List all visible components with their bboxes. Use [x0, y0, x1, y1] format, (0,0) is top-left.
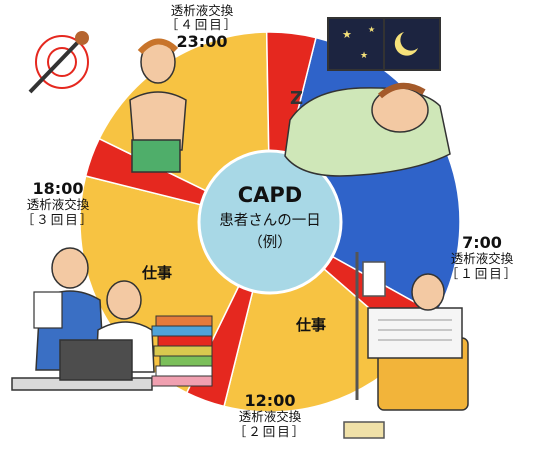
svg-text:★: ★ [342, 28, 352, 41]
exchange-event: 透析液交換 [238, 409, 302, 425]
svg-text:Z: Z [290, 88, 303, 109]
exchange-count: ［２回目］ [233, 423, 307, 439]
svg-text:★: ★ [368, 25, 375, 34]
exchange-event: 透析液交換 [170, 3, 234, 18]
exchange-label-12: 12:00 透析液交換 ［２回目］ [222, 391, 318, 439]
exchange-label-23: 透析液交換 ［４回目］ 23:00 [154, 3, 250, 51]
exchange-time: 7:00 [462, 233, 502, 252]
exchange-count: ［４回目］ [165, 17, 239, 33]
exchange-event: 透析液交換 [450, 251, 514, 267]
exchange-time: 23:00 [176, 31, 228, 51]
center-subtitle: 患者さんの一日 [219, 213, 321, 229]
brush-target-icon [28, 31, 89, 94]
exchange-count: ［３回目］ [21, 211, 95, 227]
work-label-morning: 仕事 [296, 316, 327, 334]
svg-text:★: ★ [360, 51, 368, 61]
night-window-icon: ★ ★ ★ [327, 17, 441, 71]
dialysis-bag-stand-icon [343, 252, 386, 439]
work-label-afternoon: 仕事 [142, 264, 173, 282]
exchange-count: ［１回目］ [445, 265, 519, 281]
laptop-icon [11, 339, 153, 391]
center-title: CAPD [237, 183, 303, 207]
center-circle [197, 149, 343, 295]
exchange-time: 18:00 [32, 179, 84, 198]
exchange-event: 透析液交換 [26, 197, 90, 213]
newspaper-reader-icon [367, 273, 469, 411]
sleeping-person-icon: Z [284, 83, 451, 177]
patient-exchanging-icon [129, 38, 187, 173]
exchange-label-7: 7:00 透析液交換 ［１回目］ [434, 233, 530, 281]
exchange-time: 12:00 [244, 391, 296, 410]
center-example: （例） [248, 235, 292, 251]
center-label: CAPD 患者さんの一日 （例） [200, 183, 340, 252]
book-stack-icon [151, 315, 213, 387]
exchange-label-18: 18:00 透析液交換 ［３回目］ [10, 179, 106, 227]
